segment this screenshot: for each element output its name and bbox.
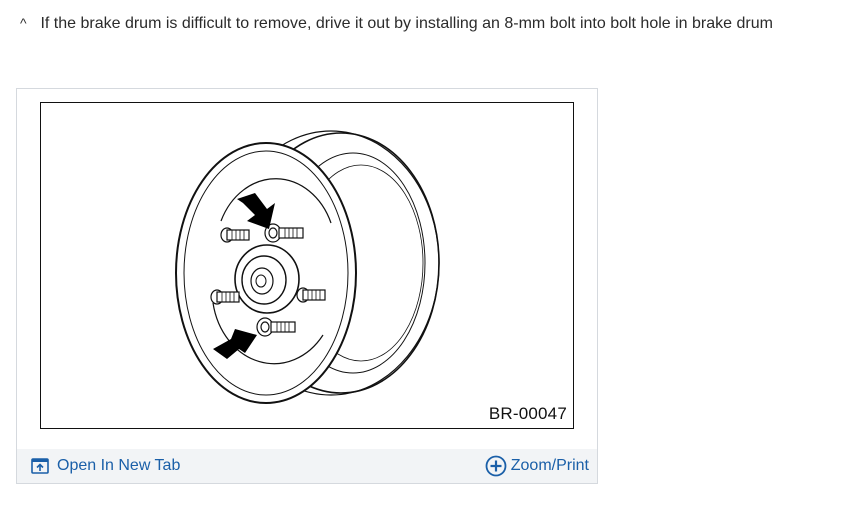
zoom-plus-icon [485, 455, 507, 477]
zoom-print-label: Zoom/Print [510, 457, 589, 474]
pointer-arrow-icon [213, 193, 275, 359]
zoom-print-link[interactable]: Zoom/Print [485, 455, 589, 477]
open-new-tab-icon [31, 458, 49, 474]
instruction-text: If the brake drum is difficult to remove… [40, 15, 773, 32]
caret-up-icon: ^ [20, 15, 27, 31]
instruction-line: ^ If the brake drum is difficult to remo… [20, 12, 854, 35]
open-in-new-tab-link[interactable]: Open In New Tab [31, 455, 180, 477]
open-in-new-tab-label: Open In New Tab [57, 457, 181, 474]
figure-code: BR-00047 [488, 404, 567, 423]
figure-frame[interactable]: BR-00047 [40, 102, 574, 429]
figure-footer: Open In New Tab Zoom/Print [17, 449, 597, 483]
figure-card: BR-00047 Open In New Tab Zoom/Print [16, 88, 598, 484]
brake-drum-illustration [175, 130, 440, 404]
